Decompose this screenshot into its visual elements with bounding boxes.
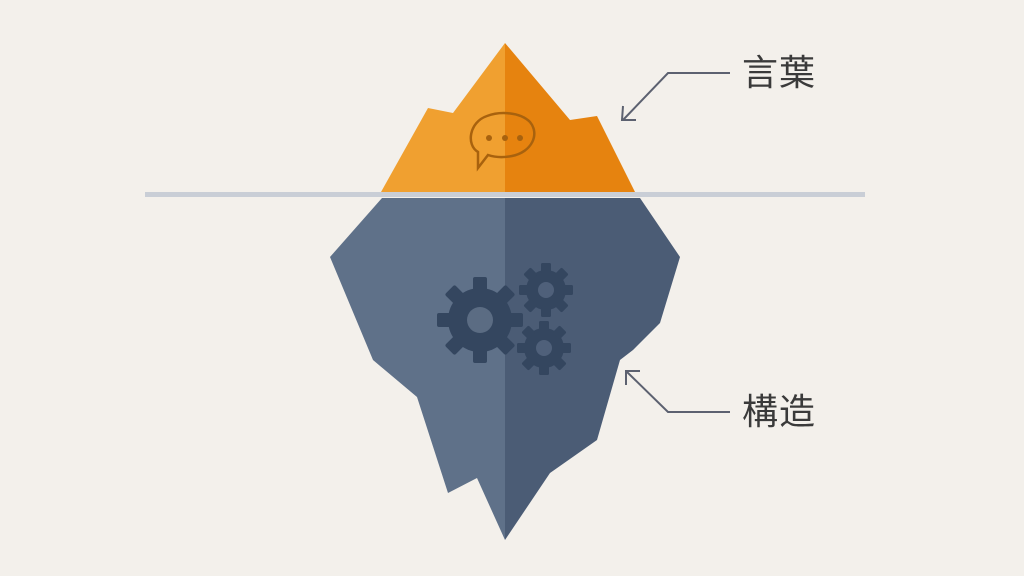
arrow-hidden: [625, 370, 730, 413]
arrow-surface: [620, 72, 730, 121]
waterline: [145, 192, 865, 197]
speech-bubble-icon: [469, 111, 536, 172]
label-surface: 言葉: [742, 53, 817, 94]
iceberg-underwater: [330, 198, 680, 540]
label-hidden: 構造: [742, 392, 817, 433]
iceberg-tip: [381, 43, 635, 192]
gears-icon: [437, 263, 573, 375]
